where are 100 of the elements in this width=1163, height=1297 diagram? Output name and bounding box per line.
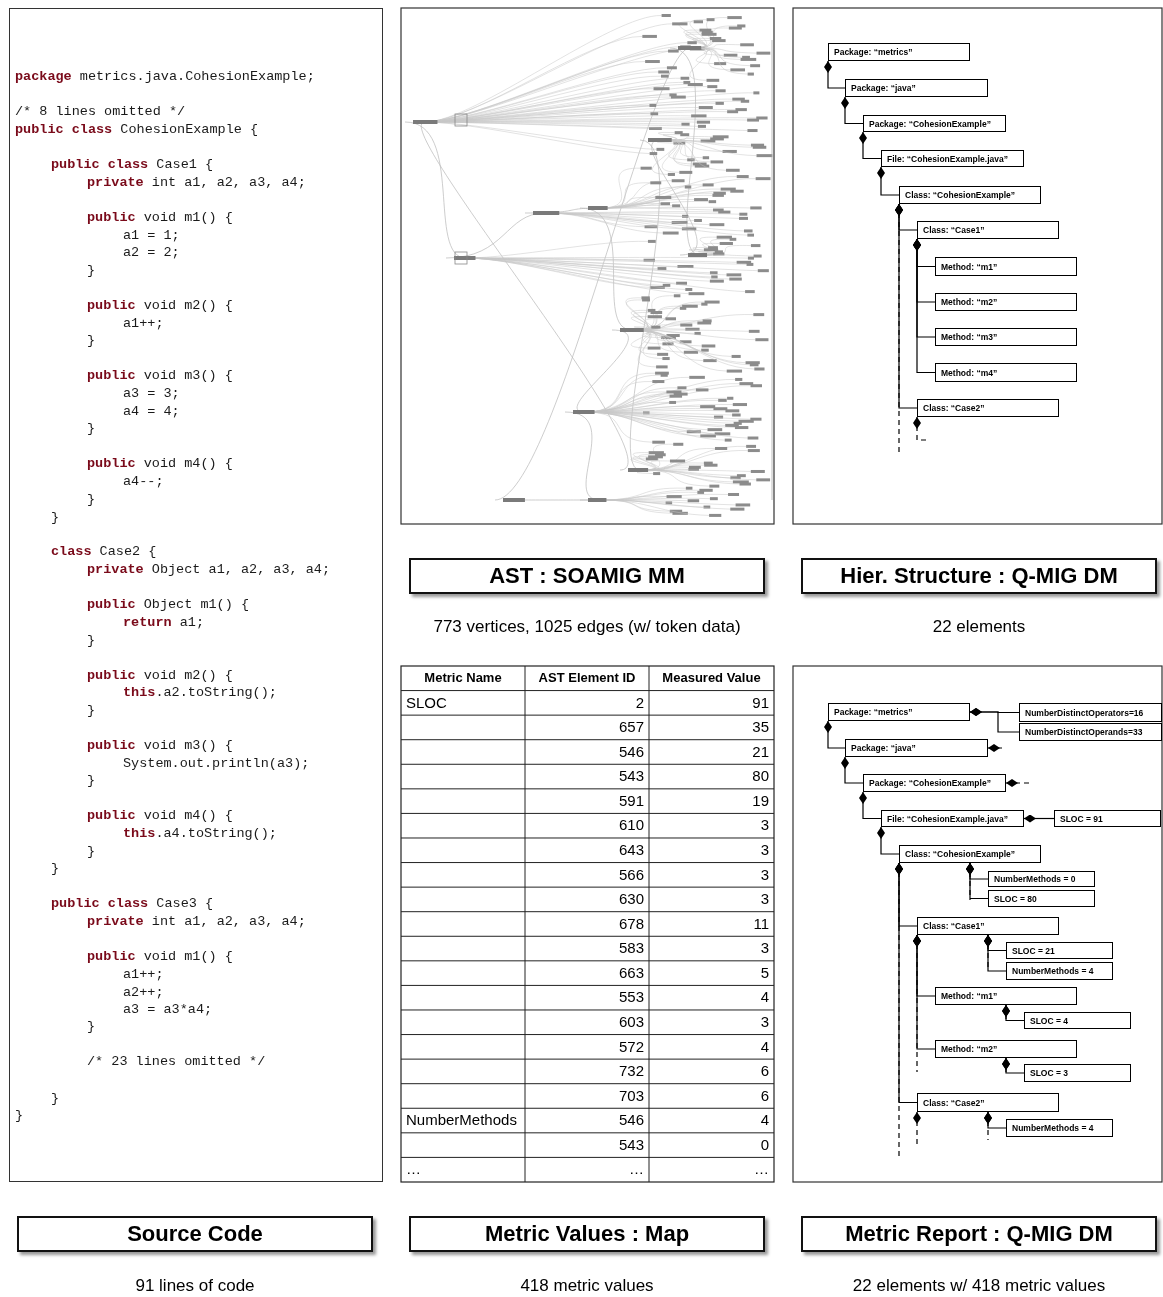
element-id: 543 (618, 1135, 644, 1153)
code-line: } (87, 1019, 96, 1035)
model-element-box: Package: “CohesionExample” (863, 115, 1006, 132)
metric-value-box: NumberMethods = 0 (988, 871, 1095, 887)
metric-name: SLOC (406, 693, 447, 711)
code-line: private Object a1, a2, a3, a4; (87, 562, 331, 578)
caption-text: 22 elements (932, 617, 1026, 637)
element-id: 553 (618, 988, 644, 1006)
model-element-box: Package: “metrics” (828, 703, 970, 721)
model-element-box: Method: “m2” (935, 293, 1077, 311)
model-element-box: Method: “m4” (935, 363, 1077, 382)
metric-value-box: NumberMethods = 4 (1006, 962, 1113, 980)
element-id: 610 (618, 816, 644, 834)
model-element-box: Class: “Case2” (917, 399, 1059, 417)
metric-value-box: NumberMethods = 4 (1006, 1119, 1113, 1137)
composition-line (1023, 814, 1055, 823)
measured-value: 3 (760, 816, 769, 834)
metric-value-box: SLOC = 91 (1054, 810, 1161, 827)
code-line: public class Case1 { (51, 157, 214, 173)
element-id: … (629, 1160, 644, 1178)
caption-text: 418 metric values (520, 1276, 654, 1296)
metric-value-box: SLOC = 4 (1024, 1012, 1131, 1029)
metric-name: NumberMethods (406, 1111, 517, 1129)
code-line: /* 8 lines omitted */ (15, 104, 186, 120)
composition-line (895, 862, 903, 1159)
code-line: } (87, 492, 96, 508)
measured-value: 4 (760, 1037, 769, 1055)
code-line: public void m1() { (87, 949, 233, 965)
metric-value-box: SLOC = 80 (988, 890, 1095, 907)
code-line: /* 23 lines omitted */ (87, 1054, 266, 1070)
metric-value-box: NumberDistinctOperators=16 (1019, 703, 1162, 722)
code-line: public Object m1() { (87, 597, 250, 613)
measured-value: … (754, 1160, 769, 1178)
composition-line (1005, 779, 1031, 787)
panel-title-box: AST : SOAMIG MM (409, 558, 765, 594)
code-line: public class CohesionExample { (15, 122, 259, 138)
code-line: this.a4.toString(); (123, 826, 277, 842)
element-id: 2 (635, 693, 644, 711)
model-element-box: Method: “m3” (935, 328, 1077, 346)
measured-value: 6 (760, 1086, 769, 1104)
code-line: a4--; (123, 474, 164, 490)
code-line: } (87, 773, 96, 789)
measured-value: 6 (760, 1062, 769, 1080)
measured-value: 11 (753, 914, 769, 932)
measured-value: 3 (760, 890, 769, 908)
column-header: Measured Value (662, 670, 761, 685)
element-id: 678 (618, 914, 644, 932)
composition-line (913, 934, 921, 1073)
element-id: 643 (618, 841, 644, 858)
element-id: 663 (618, 963, 644, 981)
measured-value: 19 (752, 791, 769, 809)
measured-value: 35 (752, 718, 769, 736)
element-id: 583 (618, 939, 644, 957)
measured-value: 4 (760, 988, 769, 1006)
element-id: 546 (618, 742, 644, 760)
composition-line (877, 166, 900, 196)
metric-value-box: SLOC = 3 (1024, 1064, 1131, 1082)
panel-title-box: Hier. Structure : Q-MIG DM (801, 558, 1157, 594)
composition-line (966, 862, 974, 901)
code-line: public void m3() { (87, 738, 233, 754)
code-line: public class Case3 { (51, 896, 214, 912)
element-id: 543 (618, 767, 644, 785)
element-id: 591 (618, 791, 644, 809)
code-line: this.a2.toString(); (123, 685, 277, 701)
code-line: a3 = 3; (123, 386, 180, 402)
metric-value-box: NumberDistinctOperands=33 (1019, 723, 1162, 741)
caption-text: 773 vertices, 1025 edges (w/ token data) (433, 617, 741, 637)
measured-value: 5 (760, 963, 769, 981)
element-id: 703 (618, 1086, 644, 1104)
model-element-box: File: “CohesionExample.java” (881, 150, 1024, 167)
code-line: } (15, 1108, 24, 1124)
model-element-box: Class: “CohesionExample” (899, 186, 1041, 204)
code-line: public void m1() { (87, 210, 233, 226)
model-element-box: Package: “java” (845, 739, 988, 757)
metric-name: … (406, 1160, 421, 1178)
code-line: public void m2() { (87, 298, 233, 314)
panel-title-box: Source Code (17, 1216, 373, 1252)
model-element-box: Class: “CohesionExample” (899, 845, 1041, 863)
code-line: a4 = 4; (123, 404, 180, 420)
code-line: a1 = 1; (123, 228, 180, 244)
code-line: private int a1, a2, a3, a4; (87, 914, 306, 930)
code-panel (9, 8, 383, 1182)
model-element-box: Class: “Case1” (917, 221, 1059, 239)
composition-line (969, 708, 1020, 733)
element-id: 566 (618, 865, 644, 883)
code-line: public void m4() { (87, 808, 233, 824)
model-element-box: Class: “Case1” (917, 917, 1059, 935)
caption-text: 22 elements w/ 418 metric values (852, 1276, 1106, 1296)
column-header: AST Element ID (538, 670, 636, 685)
measured-value: 3 (760, 939, 769, 957)
model-element-box: Method: “m1” (935, 987, 1077, 1005)
composition-line (841, 96, 864, 125)
code-line: } (87, 421, 96, 437)
code-line: } (51, 861, 60, 877)
measured-value: 3 (760, 1012, 769, 1030)
code-line: package metrics.java.CohesionExample; (15, 69, 315, 85)
model-element-box: Class: “Case2” (917, 1093, 1059, 1112)
composition-line (841, 756, 864, 784)
code-line: public void m2() { (87, 668, 233, 684)
composition-line (824, 60, 846, 89)
